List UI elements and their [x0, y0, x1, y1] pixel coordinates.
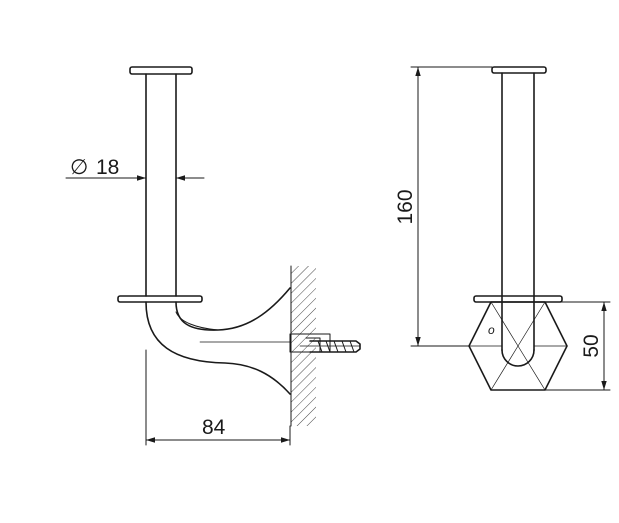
front-top-cap [491, 66, 547, 74]
depth-dimension: 84 [145, 349, 291, 446]
front-view: o 160 50 [394, 66, 611, 391]
depth-label: 84 [202, 416, 226, 439]
wall-anchor [289, 333, 361, 353]
base-height-label: 50 [580, 334, 603, 357]
diameter-label: 18 [96, 156, 119, 179]
front-tube [501, 72, 535, 367]
side-view: ∅ 18 84 [65, 66, 361, 446]
height-dimension: 160 [394, 66, 493, 347]
hex-base: o [468, 301, 568, 391]
arm-and-mount [145, 287, 291, 395]
collar [117, 295, 203, 303]
base-marking: o [488, 323, 495, 337]
base-height-dimension: 50 [544, 301, 611, 391]
front-collar [473, 295, 563, 303]
diameter-dimension: ∅ 18 [65, 156, 205, 181]
height-label: 160 [394, 189, 417, 224]
tube [145, 73, 177, 297]
top-cap [129, 66, 193, 75]
diameter-symbol: ∅ [70, 156, 88, 179]
